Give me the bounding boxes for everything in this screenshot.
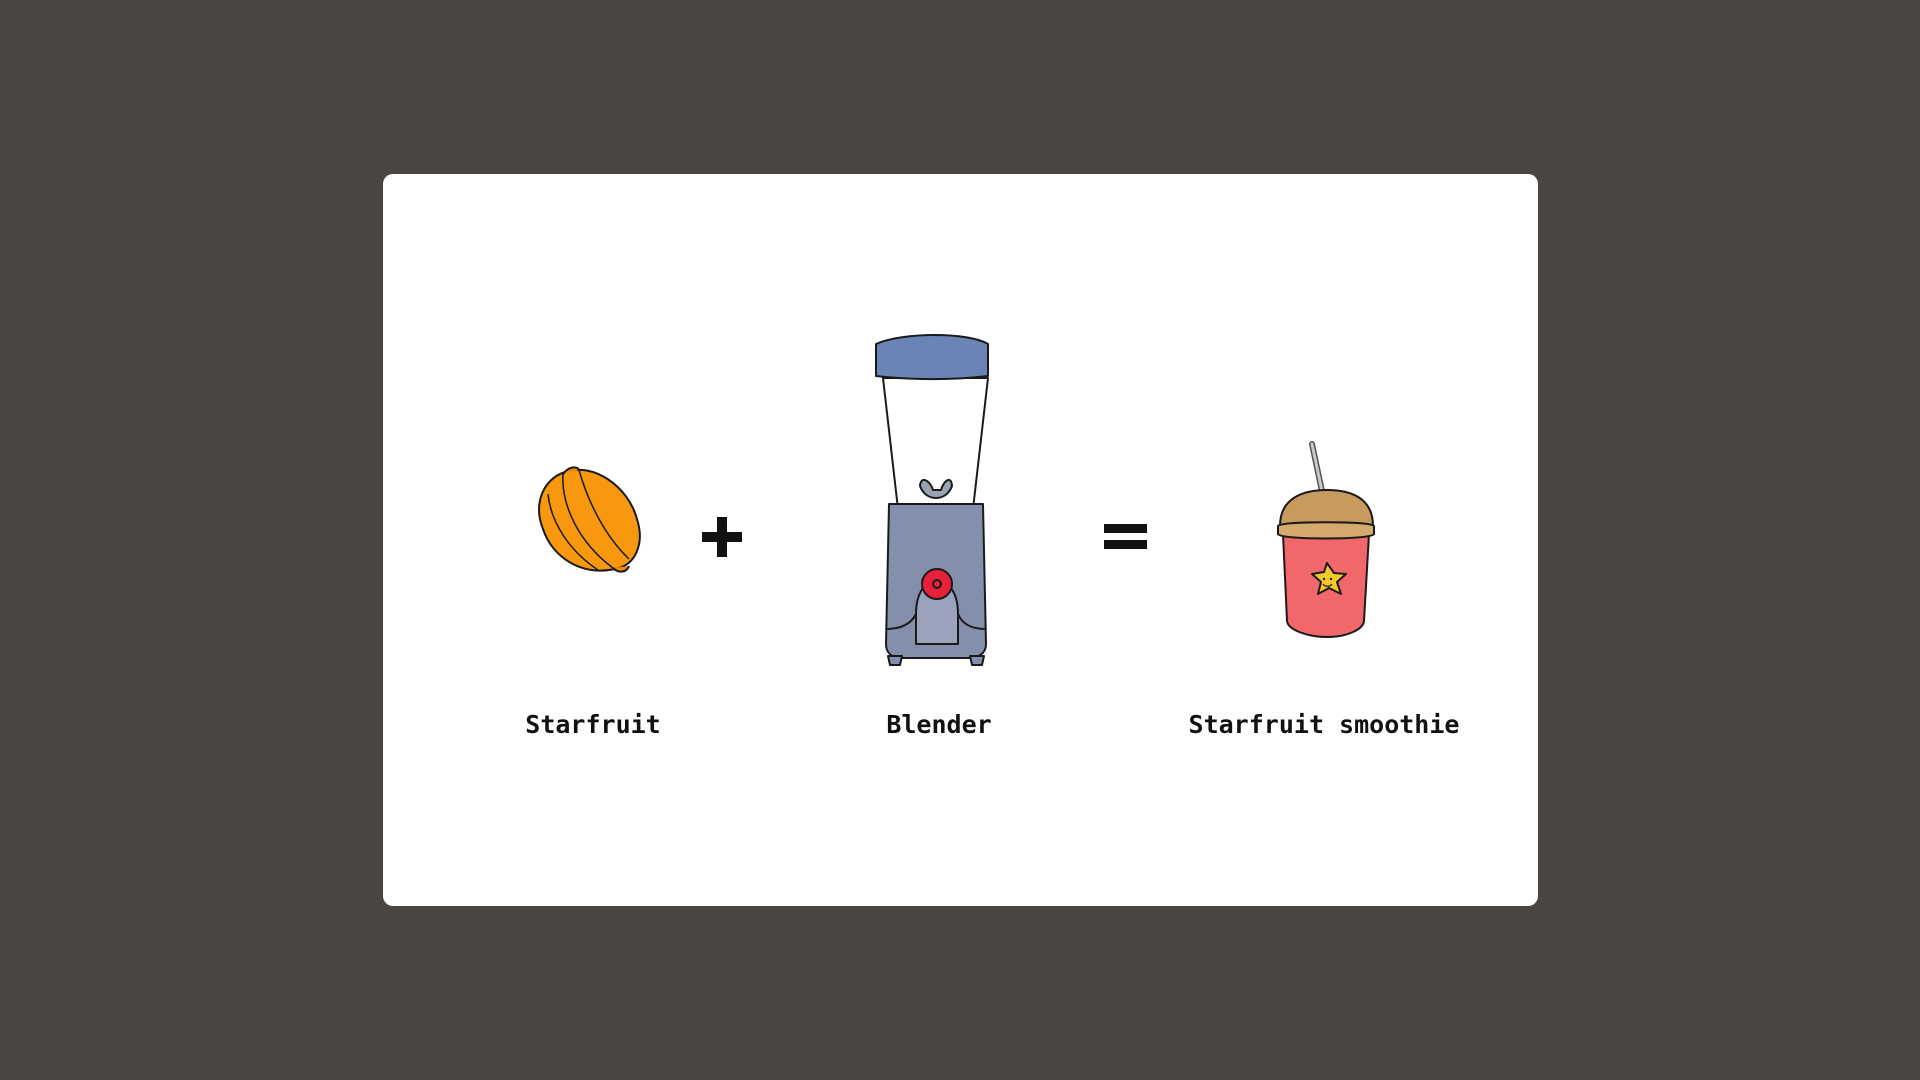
smoothie-cup-icon bbox=[1277, 441, 1375, 638]
equation-card: Starfruit Blender Starfruit smoothie bbox=[383, 174, 1538, 906]
equation-illustration bbox=[538, 334, 1375, 666]
starfruit-icon bbox=[538, 466, 641, 573]
smoothie-label: Starfruit smoothie bbox=[1188, 710, 1460, 739]
starfruit-label: Starfruit bbox=[525, 710, 661, 739]
blender-icon bbox=[875, 334, 989, 666]
equals-icon bbox=[1104, 524, 1147, 549]
blender-label: Blender bbox=[886, 710, 992, 739]
plus-icon bbox=[702, 517, 742, 557]
